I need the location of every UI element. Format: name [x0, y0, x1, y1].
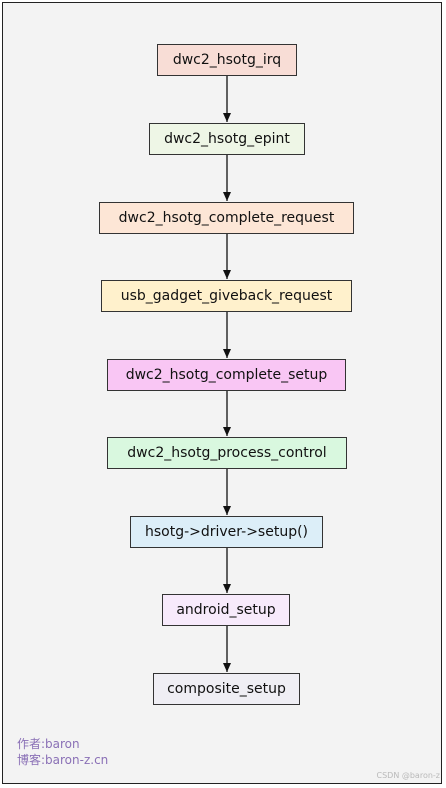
node-dwc2-hsotg-epint: dwc2_hsotg_epint — [149, 123, 305, 155]
node-android-setup: android_setup — [162, 594, 290, 626]
node-label: composite_setup — [167, 681, 286, 697]
node-label: dwc2_hsotg_complete_request — [118, 210, 335, 226]
node-label: dwc2_hsotg_process_control — [127, 445, 327, 461]
node-usb-gadget-giveback-request: usb_gadget_giveback_request — [101, 280, 352, 312]
node-label: hsotg->driver->setup() — [144, 524, 309, 540]
node-composite-setup: composite_setup — [153, 673, 300, 705]
node-dwc2-hsotg-process-control: dwc2_hsotg_process_control — [107, 437, 347, 469]
csdn-watermark: CSDN @baron-z — [376, 771, 441, 780]
node-label: usb_gadget_giveback_request — [120, 288, 333, 304]
author-credit: 作者:baron — [17, 737, 80, 751]
node-label: dwc2_hsotg_irq — [172, 52, 282, 68]
blog-credit: 博客:baron-z.cn — [17, 753, 109, 767]
node-label: dwc2_hsotg_complete_setup — [125, 367, 328, 383]
node-dwc2-hsotg-complete-request: dwc2_hsotg_complete_request — [99, 202, 354, 234]
node-label: dwc2_hsotg_epint — [164, 131, 290, 147]
node-hsotg-driver-setup: hsotg->driver->setup() — [130, 516, 323, 548]
node-label: android_setup — [176, 602, 276, 618]
node-dwc2-hsotg-complete-setup: dwc2_hsotg_complete_setup — [107, 359, 346, 391]
node-dwc2-hsotg-irq: dwc2_hsotg_irq — [157, 44, 297, 76]
